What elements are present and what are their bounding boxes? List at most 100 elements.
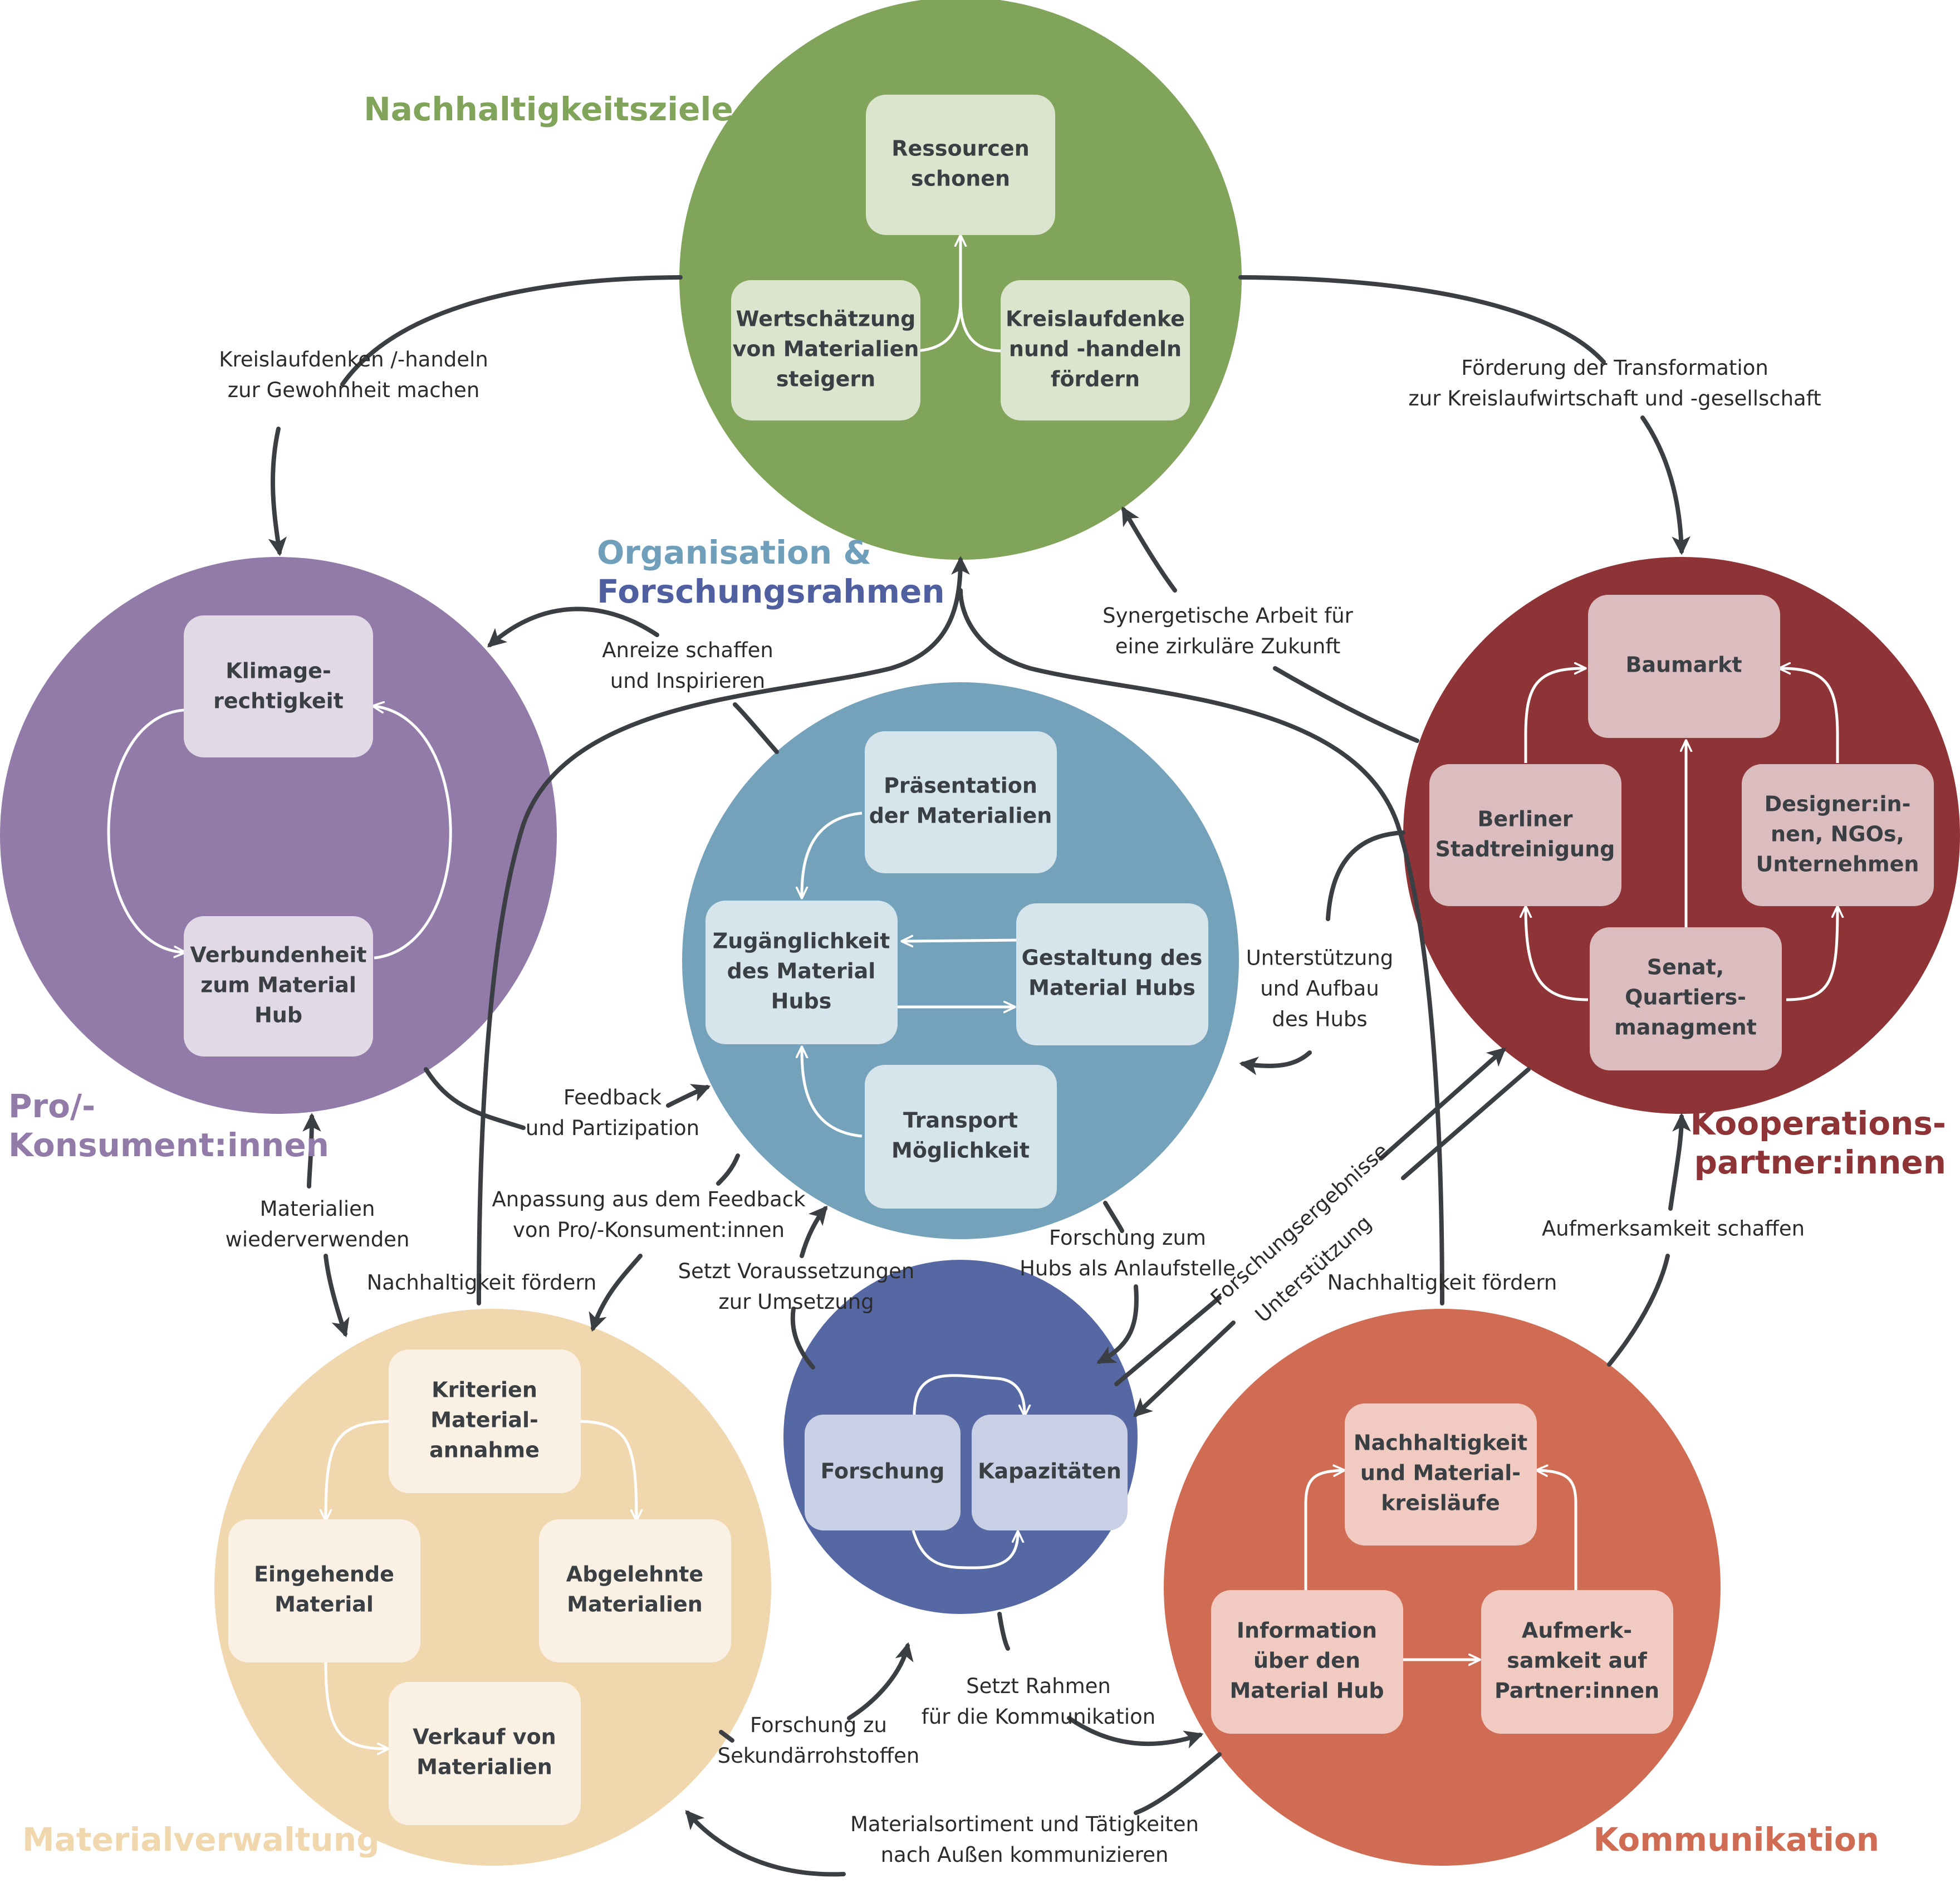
- text-kriterien-line: Kriterien: [432, 1378, 537, 1402]
- text-transport-line: Möglichkeit: [891, 1138, 1030, 1163]
- text-verkauf-line: Materialien: [416, 1755, 552, 1779]
- label-unterstuetzung-diag-line: Unterstützung: [1251, 1211, 1376, 1327]
- box-verbundenheit: [184, 916, 373, 1057]
- title-nachhaltigkeit-line: Nachhaltigkeitsziele: [364, 90, 733, 128]
- title-organisation-line: Forschungsrahmen: [597, 573, 945, 610]
- label-sekundaer-line: Forschung zu: [750, 1713, 887, 1737]
- text-designer-line: Unternehmen: [1756, 852, 1919, 877]
- text-verbundenheit-line: Verbundenheit: [190, 943, 366, 967]
- text-kriterien-line: Material-: [430, 1408, 538, 1432]
- text-information-line: über den: [1253, 1649, 1360, 1673]
- text-klimagerechtigkeit: Klimage-rechtigkeit: [213, 659, 344, 713]
- label-foerderung-transformation-line: Förderung der Transformation: [1461, 356, 1768, 380]
- label-setzt-rahmen-line: für die Kommunikation: [922, 1705, 1155, 1729]
- box-senat: [1590, 927, 1782, 1070]
- label-aufmerksamkeit-line: Aufmerksamkeit schaffen: [1542, 1217, 1805, 1241]
- text-designer-line: Designer:in-: [1765, 792, 1911, 816]
- arrow-aufmerksamkeit: [1607, 1117, 1682, 1367]
- text-designer-line: nen, NGOs,: [1771, 822, 1904, 847]
- text-ressourcen-line: schonen: [911, 167, 1010, 191]
- box-gestaltung: [1016, 903, 1208, 1045]
- label-sortiment-line: nach Außen kommunizieren: [881, 1843, 1169, 1867]
- text-ressourcen: Ressourcen schonen: [891, 136, 1030, 191]
- text-baumarkt: Baumarkt: [1625, 653, 1742, 677]
- label-anpassung-line: Anpassung aus dem Feedback: [492, 1187, 806, 1211]
- title-pro-konsument-line: Konsument:innen: [8, 1126, 329, 1164]
- text-klimagerechtigkeit-line: Klimage-: [226, 659, 331, 683]
- text-zugaenglichkeit-line: Hubs: [771, 989, 832, 1014]
- text-baumarkt-line: Baumarkt: [1625, 653, 1742, 677]
- text-aufmerksamkeit-partner-line: Partner:innen: [1494, 1679, 1659, 1703]
- text-verbundenheit-line: zum Material: [200, 973, 356, 997]
- text-nachhaltigkeit-kreislaeufe-line: kreisläufe: [1381, 1491, 1500, 1515]
- arrow-feedback: [424, 1067, 707, 1130]
- label-voraussetzungen-line: zur Umsetzung: [718, 1290, 874, 1314]
- inner-arrows: [107, 237, 1837, 1749]
- circle-kommunikation: [1164, 1309, 1721, 1866]
- label-sekundaer-line: Sekundärrohstoffen: [718, 1744, 920, 1768]
- text-wertschaetzung-line: von Materialien: [733, 337, 919, 361]
- text-klimagerechtigkeit-line: rechtigkeit: [213, 689, 344, 713]
- text-zugaenglichkeit-line: des Material: [727, 959, 876, 984]
- arrow-unterstuetzung-hubs: [1243, 830, 1405, 1066]
- title-kooperation-line: partner:innen: [1694, 1143, 1946, 1181]
- text-gestaltung-line: Material Hubs: [1028, 976, 1195, 1000]
- box-klimagerechtigkeit: [184, 615, 373, 757]
- text-stadtreinigung-line: Stadtreinigung: [1435, 837, 1615, 862]
- label-materialien-wiederverwenden-line: wiederverwenden: [226, 1227, 410, 1251]
- text-verbundenheit-line: Hub: [254, 1003, 302, 1028]
- arrow-materialien-wiederverwenden: [309, 1117, 345, 1334]
- title-pro-konsument: Pro/-Konsument:innen: [8, 1087, 329, 1164]
- label-synergetische-line: eine zirkuläre Zukunft: [1115, 634, 1340, 658]
- text-senat-line: Senat,: [1647, 955, 1724, 980]
- title-kommunikation-line: Kommunikation: [1593, 1821, 1879, 1858]
- label-synergetische-line: Synergetische Arbeit für: [1102, 604, 1354, 628]
- text-kreislaufdenken-line: fördern: [1051, 367, 1140, 392]
- arrow-anlaufstelle: [1100, 1201, 1139, 1362]
- text-eingehende-line: Material: [275, 1592, 374, 1617]
- arrow-forschungsergebnisse: [1114, 1050, 1503, 1386]
- title-kooperation: Kooperations-partner:innen: [1690, 1104, 1946, 1181]
- arrow-anreize: [490, 607, 779, 754]
- box-kapazitaeten: [972, 1415, 1128, 1530]
- label-feedback-line: Feedback: [564, 1085, 662, 1109]
- text-nachhaltigkeit-kreislaeufe-line: und Material-: [1360, 1461, 1521, 1485]
- box-abgelehnte: [539, 1519, 731, 1662]
- box-baumarkt: [1588, 595, 1780, 738]
- box-designer: [1742, 764, 1934, 906]
- text-ressourcen-line: Ressourcen: [891, 136, 1030, 161]
- box-ressourcen: [866, 95, 1055, 235]
- label-synergetische: Synergetische Arbeit für eine zirkuläre Z…: [1102, 604, 1354, 658]
- text-kriterien-line: annahme: [429, 1438, 540, 1463]
- title-kooperation-line: Kooperations-: [1690, 1104, 1946, 1142]
- outer-arrows: [273, 275, 1682, 1877]
- text-kreislaufdenken-line: Kreislaufdenke: [1006, 307, 1185, 331]
- text-praesentation-line: der Materialien: [869, 804, 1052, 828]
- arrow-nachhaltigkeit-pro: [273, 275, 683, 552]
- label-sortiment-line: Materialsortiment und Tätigkeiten: [850, 1812, 1199, 1836]
- text-forschung-line: Forschung: [821, 1459, 945, 1484]
- label-nachhaltigkeit-rechts: Nachhaltigkeit fördern: [1327, 1271, 1557, 1295]
- label-unterstuetzung-hubs-line: und Aufbau: [1260, 977, 1379, 1001]
- text-forschung: Forschung: [821, 1459, 945, 1484]
- label-materialien-wiederverwenden-line: Materialien: [260, 1197, 375, 1221]
- arrow-nachhaltigkeit-koop: [1238, 275, 1682, 551]
- box-kreislaufdenken: [1001, 280, 1190, 420]
- circle-materialverwaltung: [214, 1309, 771, 1866]
- text-senat-line: managment: [1614, 1015, 1757, 1040]
